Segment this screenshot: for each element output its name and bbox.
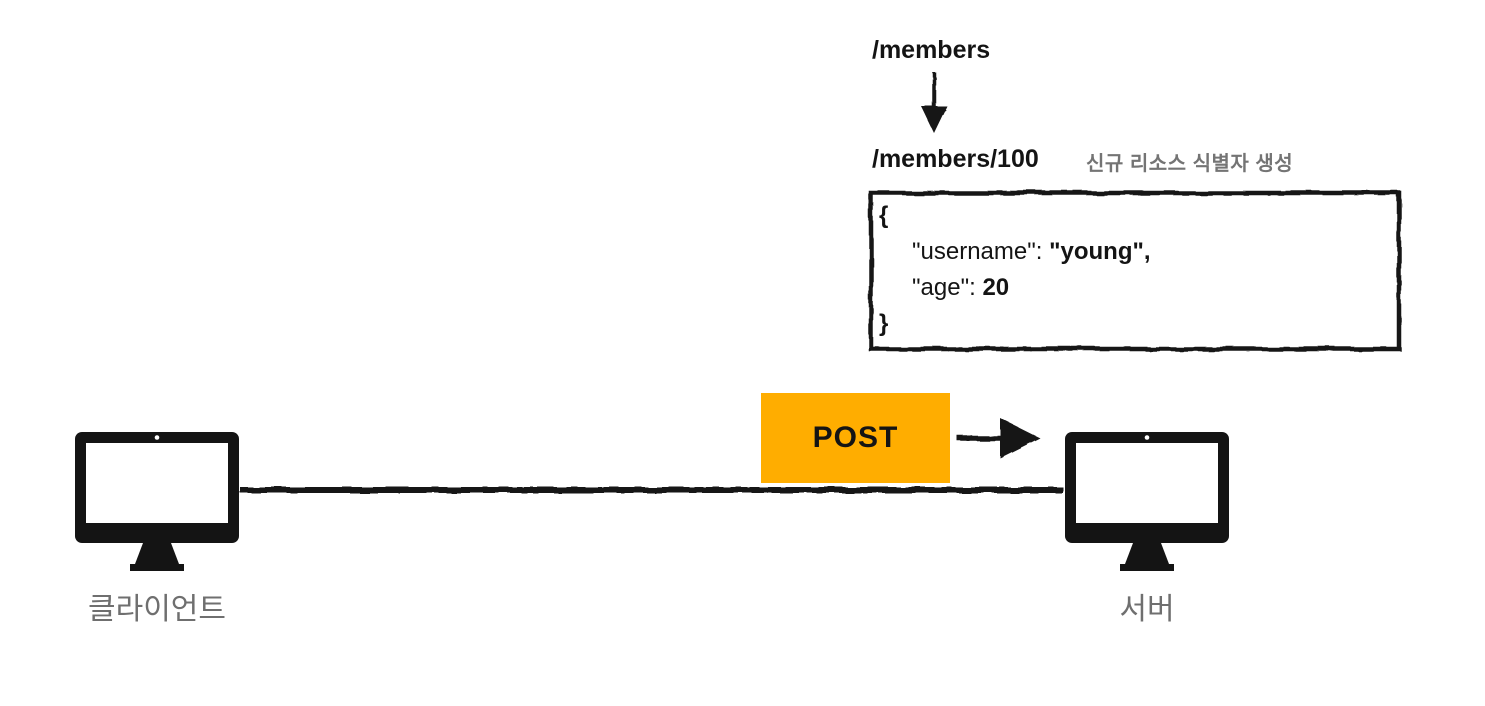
post-method-box: POST (761, 393, 950, 483)
new-resource-annotation: 신규 리소스 식별자 생성 (1086, 153, 1294, 175)
collection-uri-label: /members (872, 36, 991, 64)
json-field-username: "username": "young", (876, 234, 1394, 270)
json-field-age: "age": 20 (876, 270, 1394, 306)
json-close-brace: } (879, 310, 889, 337)
down-arrow-icon (921, 72, 947, 133)
request-body-box-border (868, 190, 1402, 352)
client-node: 클라이언트 (73, 430, 241, 628)
json-separator: : (1035, 238, 1050, 265)
right-arrow-icon (957, 418, 1040, 458)
monitor-base (1120, 564, 1174, 571)
request-body-box: { "username": "young", "age": 20 } (876, 198, 1394, 346)
post-method-label: POST (812, 421, 899, 454)
json-trailing-comma: , (1143, 238, 1151, 265)
json-separator: : (969, 274, 983, 301)
json-key: "age" (912, 274, 970, 301)
json-value: "young" (1049, 238, 1144, 265)
json-key: "username" (912, 238, 1036, 265)
camera-dot (154, 435, 160, 440)
new-resource-uri-label: /members/100 (872, 145, 1039, 173)
json-value: 20 (982, 274, 1010, 301)
desktop-monitor-icon (75, 432, 239, 571)
server-node: 서버 (1063, 430, 1231, 628)
monitor-stand (1125, 543, 1169, 564)
monitor-stand (135, 543, 179, 564)
server-label: 서버 (1119, 593, 1175, 626)
desktop-monitor-icon (1065, 432, 1229, 571)
monitor-base (130, 564, 184, 571)
camera-dot (1144, 435, 1150, 440)
json-open-brace: { (879, 202, 889, 229)
client-label: 클라이언트 (88, 593, 226, 626)
